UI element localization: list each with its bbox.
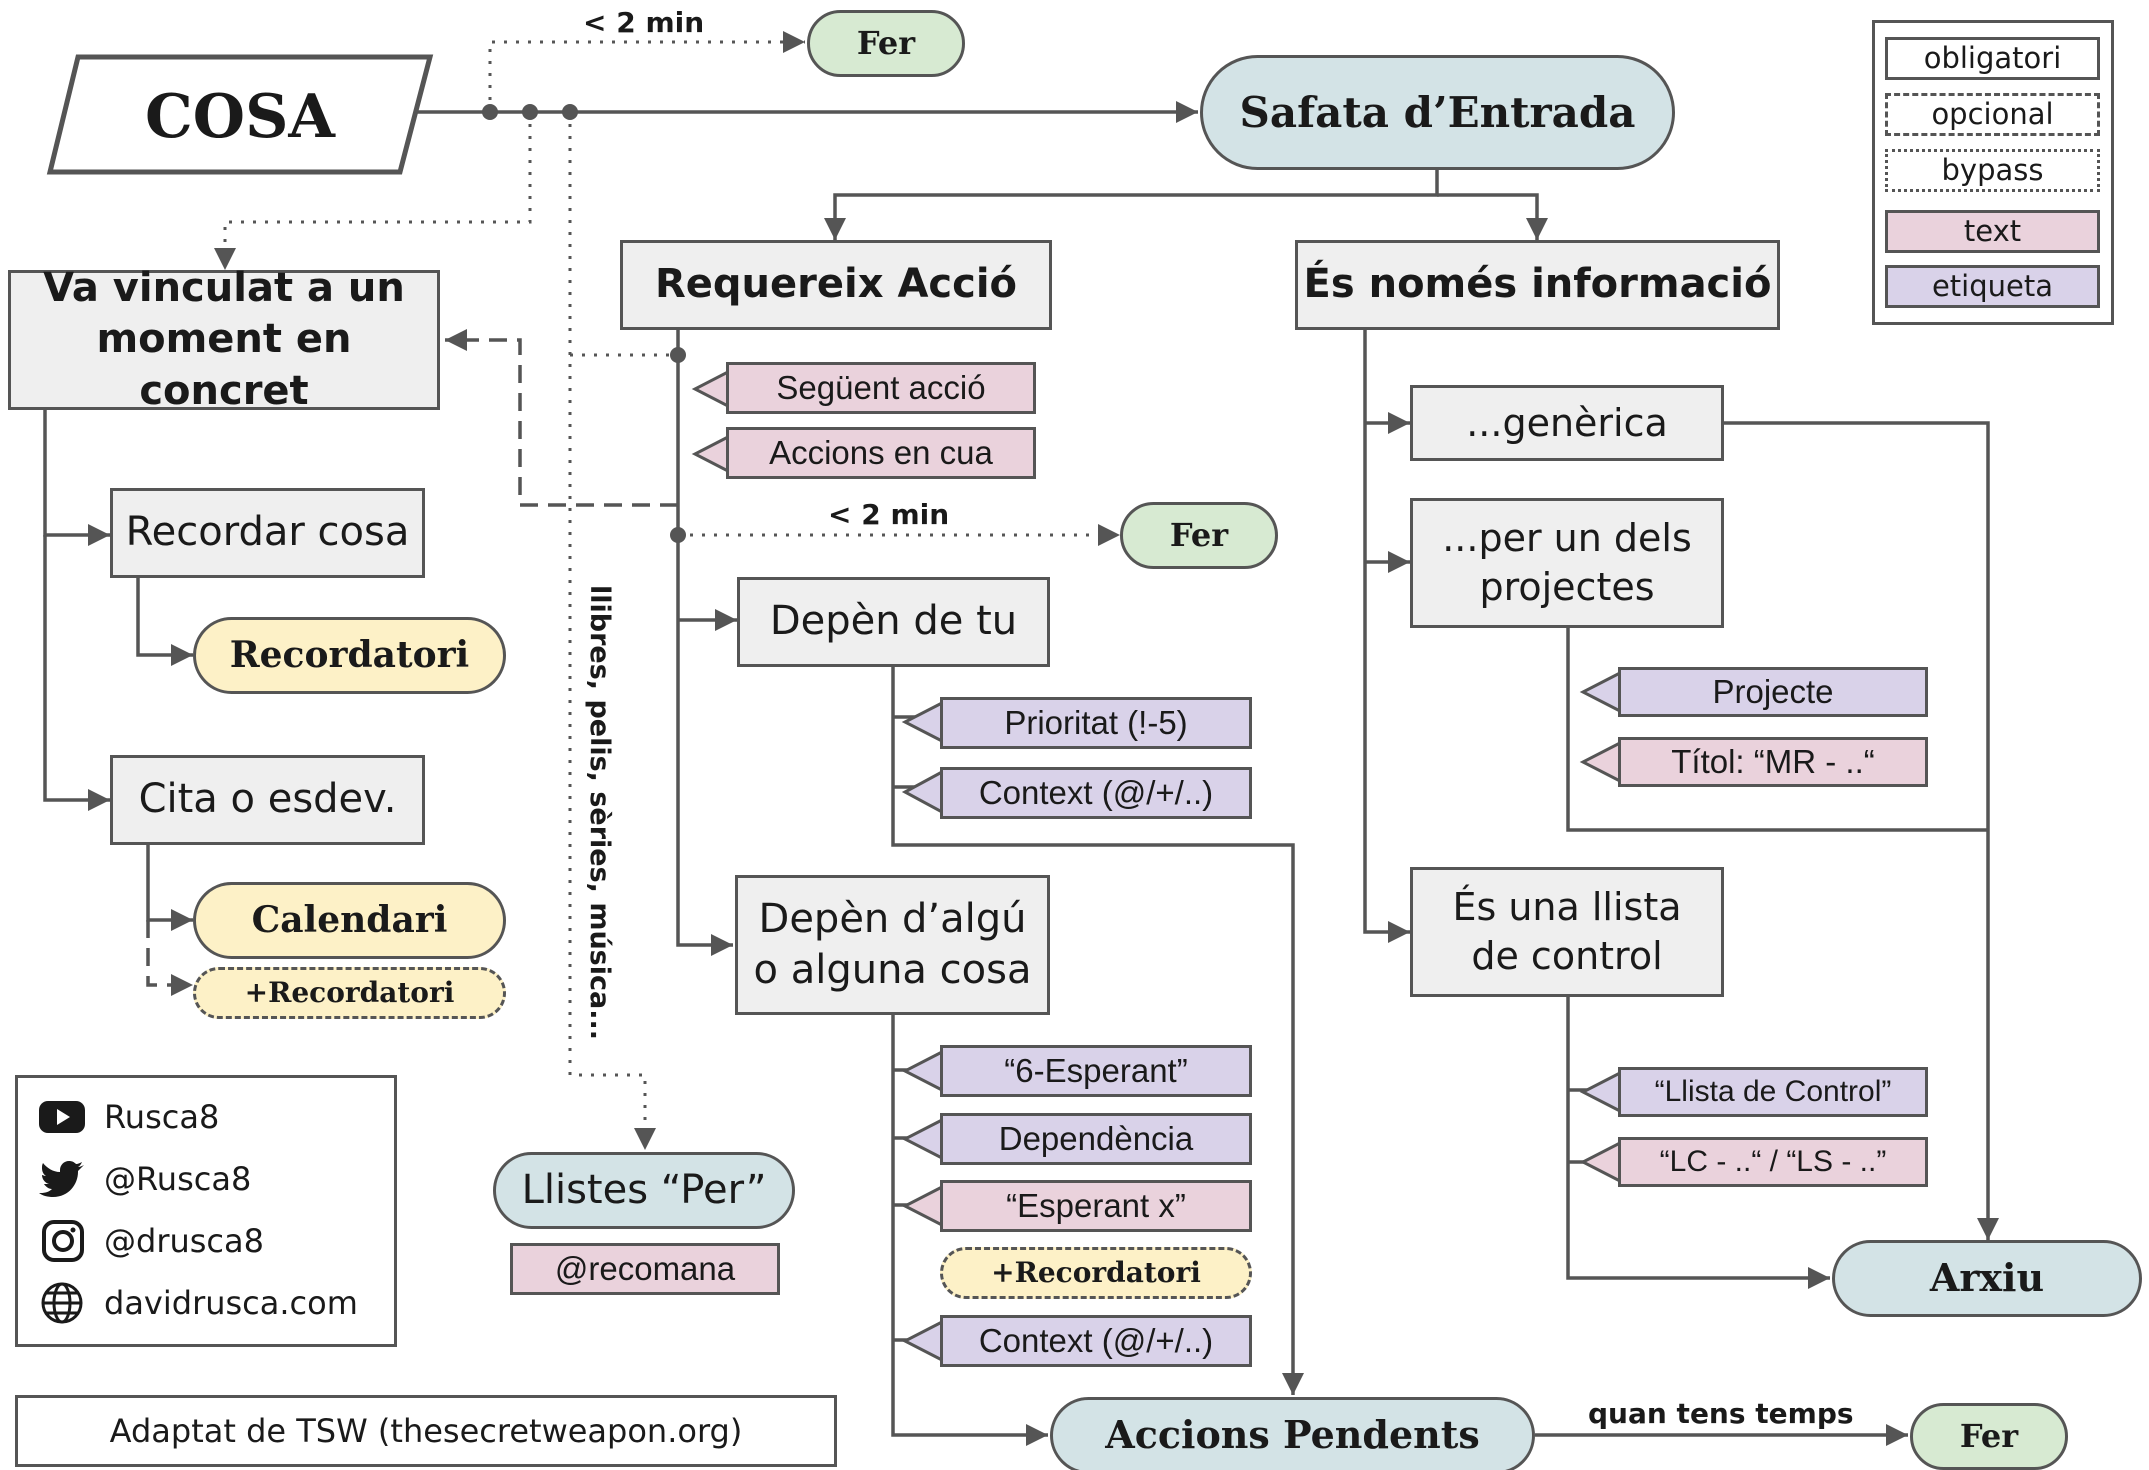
- reminder-tool: Recordatori: [193, 617, 506, 694]
- extra-reminder-tool-2: +Recordatori: [940, 1247, 1252, 1299]
- inbox-node: Safata d’Entrada: [1200, 55, 1675, 170]
- waiting-x-text: “Esperant x”: [940, 1180, 1252, 1232]
- project-info-node: ...per un dels projectes: [1410, 498, 1724, 628]
- just-info-node: És només informació: [1295, 240, 1780, 330]
- checklist-node: És una llista de control: [1410, 867, 1724, 997]
- youtube-row[interactable]: Rusca8: [38, 1095, 219, 1139]
- cosa-node: COSA: [145, 81, 335, 152]
- priority-tag: Prioritat (!-5): [940, 697, 1252, 749]
- generic-info-node: ...genèrica: [1410, 385, 1724, 461]
- instagram-icon: [42, 1220, 84, 1262]
- legend-bypass: bypass: [1885, 149, 2100, 192]
- event-node: Cita o esdev.: [110, 755, 425, 845]
- queued-actions-text: Accions en cua: [726, 427, 1036, 479]
- waiting-6-tag: “6-Esperant”: [940, 1045, 1252, 1097]
- youtube-handle[interactable]: Rusca8: [104, 1098, 220, 1136]
- instagram-handle[interactable]: @drusca8: [104, 1222, 264, 1260]
- website-link[interactable]: davidrusca.com: [104, 1284, 358, 1322]
- legend-tag: etiqueta: [1885, 265, 2100, 308]
- recommends-tag: @recomana: [510, 1243, 780, 1295]
- extra-reminder-tool: +Recordatori: [193, 967, 506, 1019]
- title-text: Títol: “MR - ..“: [1618, 737, 1928, 787]
- web-row[interactable]: davidrusca.com: [38, 1281, 358, 1325]
- under-2min-label-top: < 2 min: [583, 6, 705, 39]
- when-you-have-time-label: quan tens temps: [1588, 1397, 1854, 1430]
- legend-required: obligatori: [1885, 37, 2100, 80]
- input-parallelogram: [46, 54, 434, 175]
- project-tag: Projecte: [1618, 667, 1928, 717]
- twitter-handle[interactable]: @Rusca8: [104, 1160, 252, 1198]
- time-bound-node: Va vinculat a un moment en concret: [8, 265, 440, 414]
- twitter-row[interactable]: @Rusca8: [38, 1157, 251, 1201]
- under-2min-label-mid: < 2 min: [828, 498, 950, 531]
- legend-optional: opcional: [1885, 93, 2100, 136]
- for-lists-node: Llistes “Per”: [493, 1152, 795, 1229]
- attribution: Adaptat de TSW (thesecretweapon.org): [15, 1395, 837, 1467]
- do-now-bottom: Fer: [1910, 1403, 2068, 1470]
- requires-action-node: Requereix Acció: [620, 240, 1052, 330]
- twitter-icon: [39, 1161, 84, 1197]
- lc-ls-text: “LC - ..“ / “LS - ..”: [1618, 1137, 1928, 1187]
- remember-node: Recordar cosa: [110, 488, 425, 578]
- instagram-row[interactable]: @drusca8: [38, 1219, 264, 1263]
- calendar-tool: Calendari: [193, 882, 506, 959]
- dependency-tag: Dependència: [940, 1113, 1252, 1165]
- context-tag-1: Context (@/+/..): [940, 767, 1252, 819]
- depends-on-you-node: Depèn de tu: [737, 577, 1050, 667]
- do-now-top: Fer: [807, 10, 965, 77]
- youtube-icon: [39, 1101, 85, 1133]
- archive-node: Arxiu: [1832, 1240, 2142, 1317]
- globe-icon: [41, 1282, 83, 1324]
- do-now-mid: Fer: [1120, 502, 1278, 569]
- checklist-tag: “Llista de Control”: [1618, 1067, 1928, 1117]
- next-action-text: Següent acció: [726, 362, 1036, 414]
- legend-text: text: [1885, 210, 2100, 253]
- depends-on-other-node: Depèn d’algú o alguna cosa: [735, 875, 1050, 1015]
- media-lists-label: llibres, pelis, sèries, música...: [584, 585, 615, 1040]
- context-tag-2: Context (@/+/..): [940, 1315, 1252, 1367]
- pending-actions-node: Accions Pendents: [1050, 1397, 1535, 1470]
